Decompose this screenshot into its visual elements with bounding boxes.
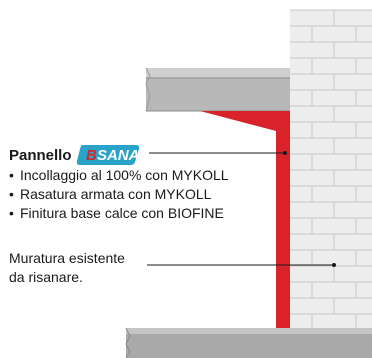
list-item: •Incollaggio al 100% con MYKOLL bbox=[9, 167, 229, 183]
panel-leader-dot bbox=[283, 151, 287, 155]
wall-label-line2: da risanare. bbox=[9, 269, 83, 285]
panel-heading: Pannello B SANA bbox=[9, 143, 140, 167]
wall-leader-dot bbox=[332, 263, 336, 267]
logo-text: SANA bbox=[97, 147, 140, 164]
floor-slab bbox=[145, 67, 290, 112]
insulation-panel bbox=[200, 111, 290, 330]
wall-label-line1: Muratura esistente bbox=[9, 250, 125, 266]
panel-feature-list: •Incollaggio al 100% con MYKOLL •Rasatur… bbox=[9, 166, 229, 223]
svg-text:B: B bbox=[86, 147, 97, 164]
list-item: •Rasatura armata con MYKOLL bbox=[9, 186, 212, 202]
list-item: •Finitura base calce con BIOFINE bbox=[9, 205, 224, 221]
brick-wall bbox=[290, 9, 372, 340]
base-slab bbox=[125, 327, 372, 358]
wall-label: Muratura esistente da risanare. bbox=[9, 249, 125, 287]
bisana-logo: B SANA bbox=[76, 143, 140, 167]
panel-title: Pannello bbox=[9, 146, 72, 164]
